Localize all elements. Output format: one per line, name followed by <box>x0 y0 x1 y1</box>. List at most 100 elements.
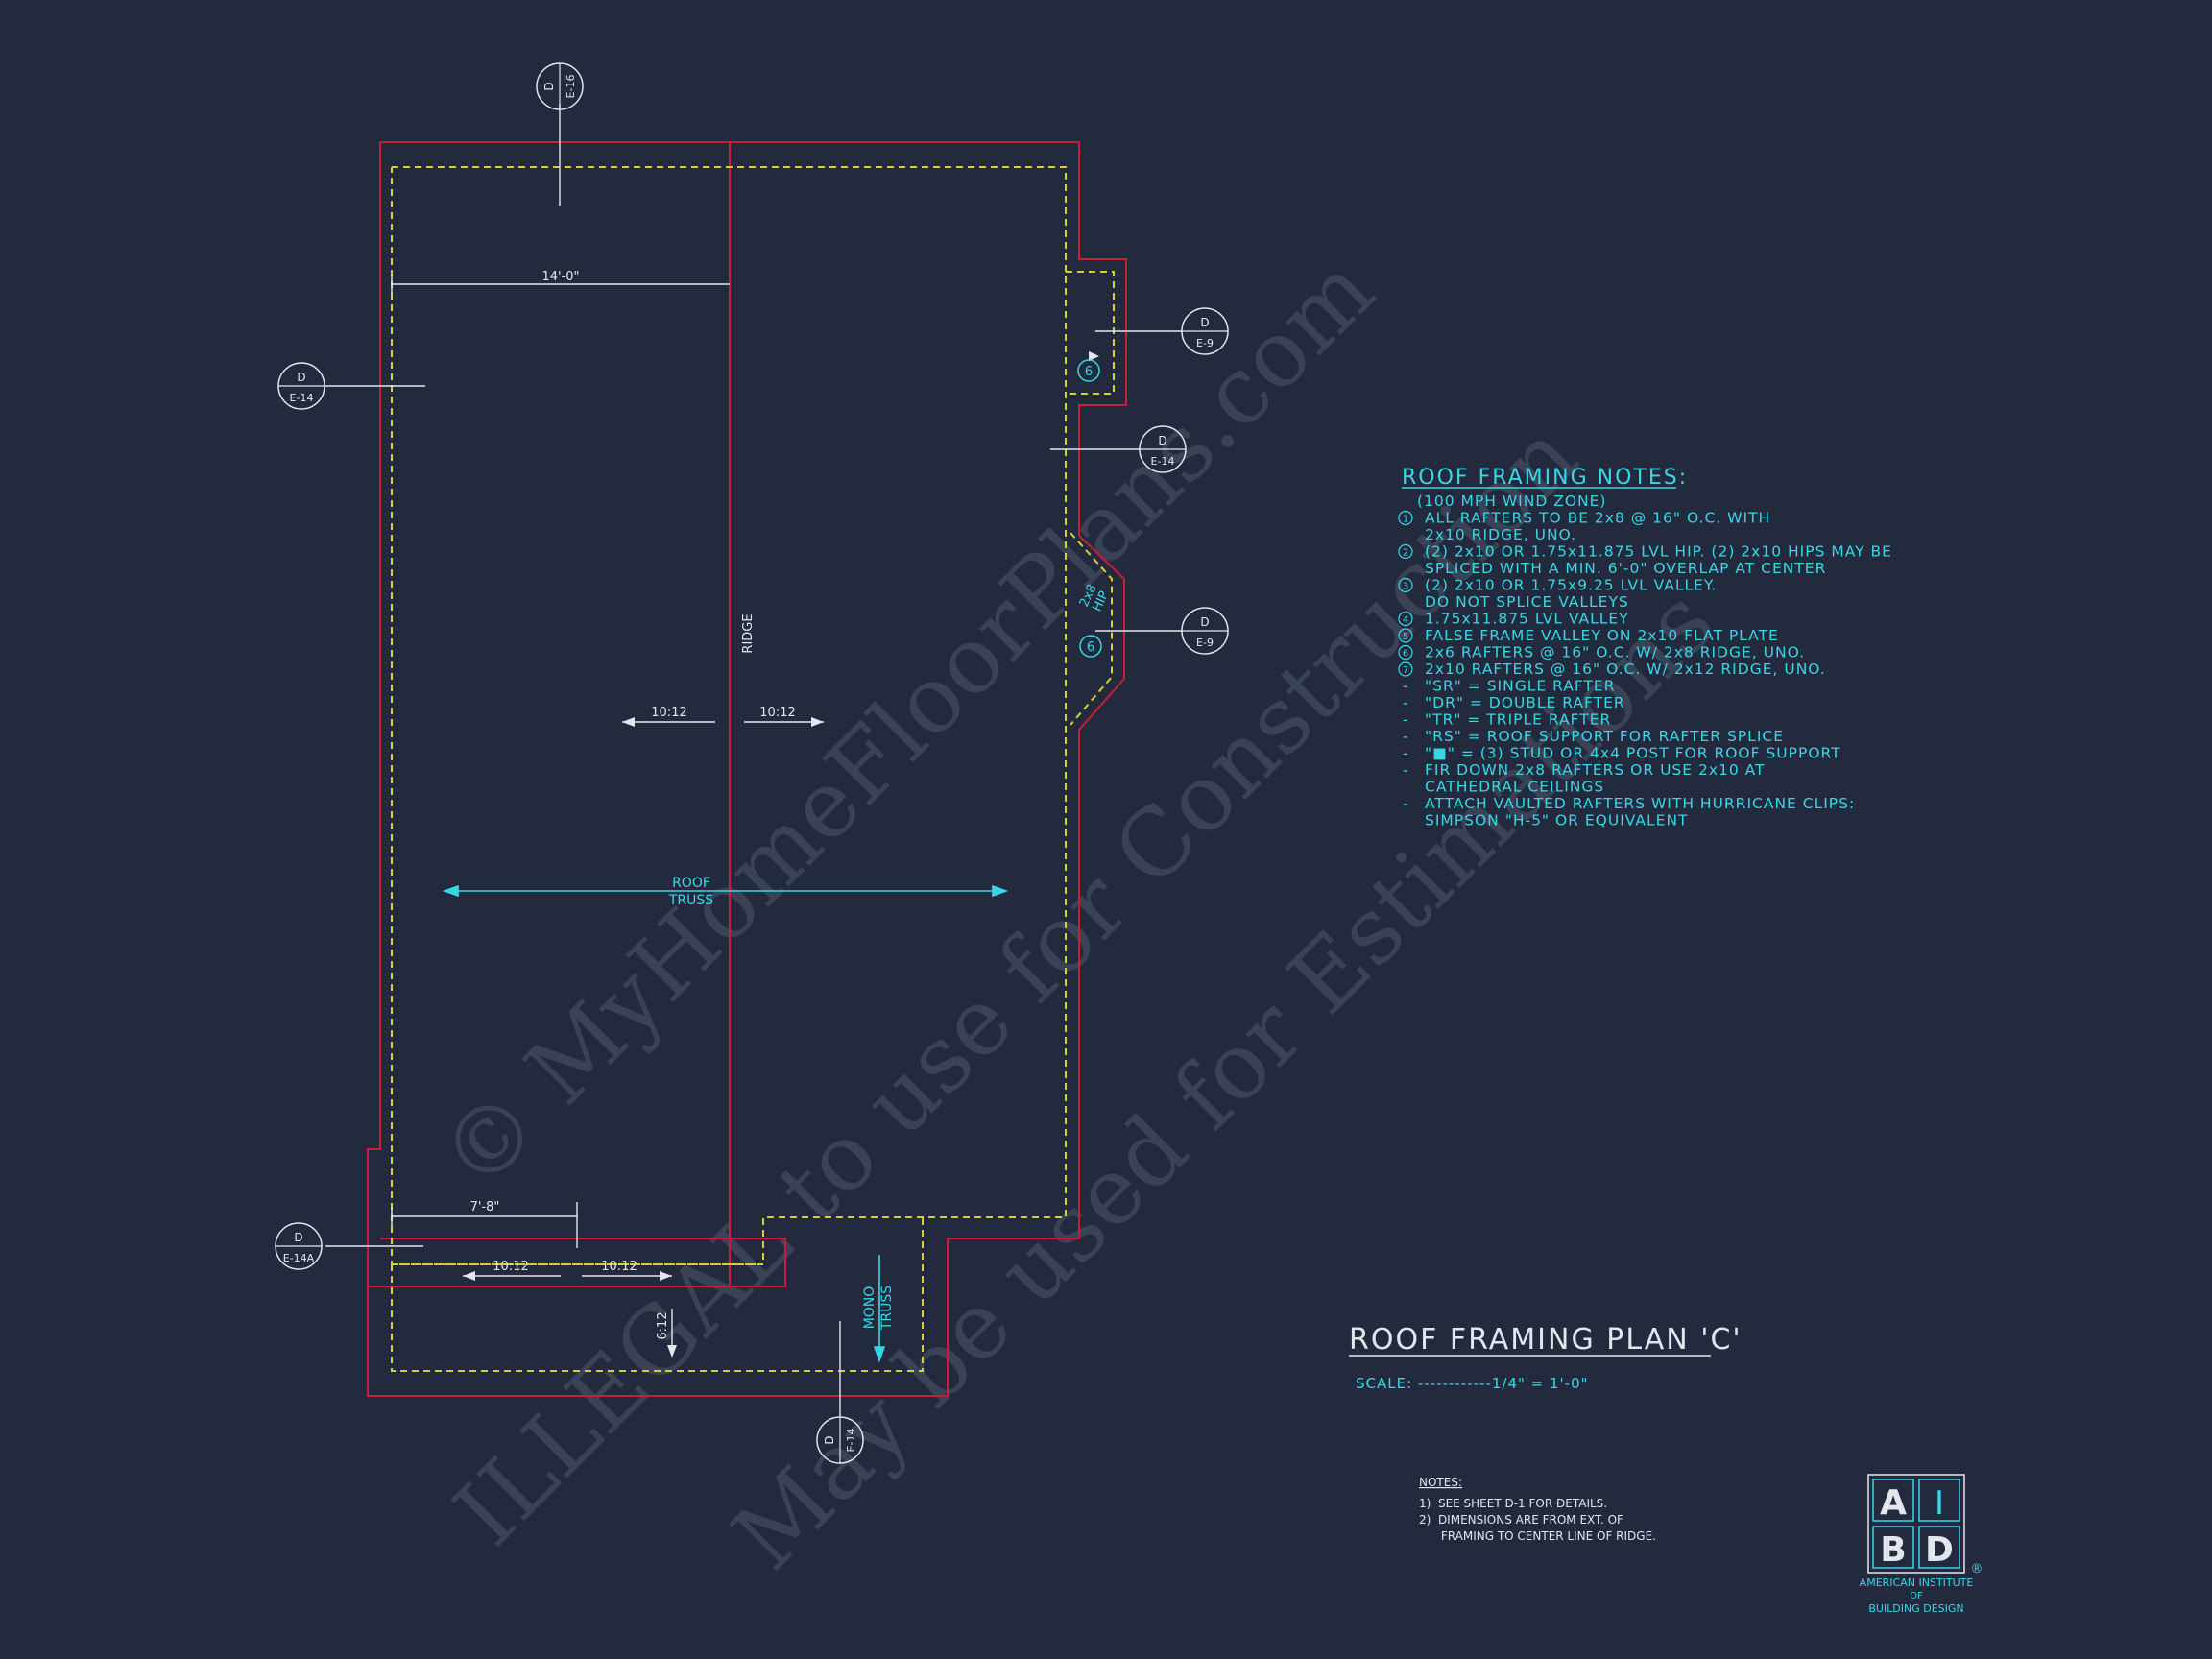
arrowhead-lower-left <box>463 1271 475 1281</box>
arrowhead-down <box>667 1345 677 1358</box>
lower-roof-edge <box>391 1217 924 1372</box>
roof-note-line: FALSE FRAME VALLEY ON 2x10 FLAT PLATE <box>1425 627 1779 644</box>
section-marker-left-upper: D E-14 <box>277 362 325 410</box>
logo-cell-d <box>1918 1526 1960 1569</box>
note-number-circle <box>1398 644 1413 661</box>
rafter-marker-lower: 6 <box>1079 635 1102 658</box>
svg-text:E-14: E-14 <box>1151 455 1175 468</box>
logo-caption-2: OF <box>1910 1591 1923 1601</box>
svg-text:E-9: E-9 <box>1196 337 1214 349</box>
svg-text:D: D <box>297 371 305 384</box>
note-number-circle <box>1398 628 1413 643</box>
note-number-circle <box>1398 661 1413 677</box>
ridge-label: RIDGE <box>741 613 756 653</box>
pitch-label-right: 10:12 <box>759 706 795 720</box>
mono-truss-label-2: TRUSS <box>879 1286 895 1331</box>
section-marker-left-lower: D E-14A <box>275 1222 323 1270</box>
roof-framing-notes: ROOF FRAMING NOTES: (100 MPH WIND ZONE) 1… <box>1398 466 1892 830</box>
roof-note-line: (2) 2x10 OR 1.75x11.875 LVL HIP. (2) 2x1… <box>1425 543 1892 561</box>
roof-note-line: "SR" = SINGLE RAFTER <box>1425 678 1616 695</box>
logo-cell-b <box>1872 1526 1914 1569</box>
plan-scale: SCALE: ------------1/4" = 1'-0" <box>1356 1375 1589 1392</box>
svg-text:E-14: E-14 <box>290 392 314 404</box>
roof-note-line: "DR" = DOUBLE RAFTER <box>1425 694 1625 711</box>
wall-outline <box>367 141 1127 1397</box>
svg-text:E-14A: E-14A <box>283 1252 315 1264</box>
roof-note-line: (100 MPH WIND ZONE) <box>1417 493 1606 510</box>
roof-note-line: 1.75x11.875 LVL VALLEY <box>1425 611 1629 628</box>
svg-text:D: D <box>294 1231 302 1244</box>
logo-caption-1: AMERICAN INSTITUTE <box>1860 1576 1974 1589</box>
svg-text:E-14: E-14 <box>845 1429 857 1453</box>
plan-labels: 14'-0" 7'-8" RIDGE 10:12 10:12 10:12 10:… <box>470 270 1113 1340</box>
svg-text:D: D <box>823 1435 836 1444</box>
bay-roof-edge <box>1066 271 1115 395</box>
svg-text:D: D <box>1200 316 1209 329</box>
pitch-label-vertical: 6:12 <box>656 1311 670 1339</box>
logo-letter-d: D <box>1925 1530 1954 1570</box>
roof-edge-dashed <box>391 166 1115 1372</box>
pitch-label-left: 10:12 <box>651 706 686 720</box>
general-notes: NOTES: 1) SEE SHEET D-1 FOR DETAILS. 2) … <box>1419 1476 1656 1543</box>
roof-notes-title: ROOF FRAMING NOTES: <box>1402 466 1688 490</box>
note-number-circle <box>1398 611 1413 627</box>
note-dash: - <box>1403 795 1409 812</box>
aibd-logo: A I B D ® AMERICAN INSTITUTE OF BUILDING… <box>1860 1474 1984 1615</box>
roof-note-line: "RS" = ROOF SUPPORT FOR RAFTER SPLICE <box>1425 728 1784 745</box>
note-number: 1 <box>1403 515 1408 525</box>
logo-frame <box>1867 1474 1965 1574</box>
general-notes-title: NOTES: <box>1419 1476 1462 1489</box>
roof-note-line: SPLICED WITH A MIN. 6'-0" OVERLAP AT CEN… <box>1425 560 1826 577</box>
note-number: 5 <box>1403 632 1408 642</box>
logo-registered: ® <box>1971 1562 1984 1576</box>
plan-title: ROOF FRAMING PLAN 'C' <box>1349 1323 1743 1357</box>
arrowheads <box>463 351 1099 1358</box>
logo-cell-i <box>1918 1479 1960 1522</box>
note-dash: - <box>1403 711 1409 729</box>
section-marker-bottom: D E-14 <box>816 1416 864 1464</box>
note-number: 6 <box>1403 649 1408 660</box>
dim-bottom-label: 7'-8" <box>470 1200 500 1214</box>
logo-cell-a <box>1872 1479 1914 1522</box>
note-number: 2 <box>1403 548 1408 559</box>
roof-note-line: DO NOT SPLICE VALLEYS <box>1425 593 1629 611</box>
svg-text:E-16: E-16 <box>565 75 577 99</box>
svg-text:6: 6 <box>1085 365 1093 379</box>
note-dash: - <box>1403 678 1409 695</box>
arrowhead-bay <box>1089 351 1099 361</box>
note-dash: - <box>1403 761 1409 779</box>
roof-note-line: ATTACH VAULTED RAFTERS WITH HURRICANE CL… <box>1425 795 1855 812</box>
general-note-3: FRAMING TO CENTER LINE OF RIDGE. <box>1419 1529 1656 1543</box>
svg-text:6: 6 <box>1087 640 1094 655</box>
arrowhead-lower-right <box>660 1271 672 1281</box>
note-number-circle <box>1398 577 1413 593</box>
roof-truss-arrowhead-right <box>992 884 1009 898</box>
svg-text:E-9: E-9 <box>1196 637 1214 649</box>
roof-truss-label-1: ROOF <box>672 876 710 891</box>
pitch-label-lower-left: 10:12 <box>493 1260 528 1274</box>
note-number: 4 <box>1403 615 1408 626</box>
roof-note-line: "TR" = TRIPLE RAFTER <box>1425 711 1611 729</box>
svg-text:D: D <box>1200 615 1209 629</box>
section-marker-right-1: D E-9 <box>1181 307 1229 355</box>
roof-note-line: 2x10 RIDGE, UNO. <box>1425 526 1576 543</box>
note-dash: - <box>1403 745 1409 762</box>
roof-note-line: 2x10 RAFTERS @ 16" O.C. W/ 2x12 RIDGE, U… <box>1425 661 1826 678</box>
dim-top-label: 14'-0" <box>541 270 579 284</box>
svg-text:D: D <box>1158 434 1166 447</box>
roof-truss-label-2: TRUSS <box>668 893 713 908</box>
roof-note-line: (2) 2x10 OR 1.75x9.25 LVL VALLEY. <box>1425 577 1717 594</box>
logo-letter-b: B <box>1880 1530 1906 1570</box>
roof-note-line: CATHEDRAL CEILINGS <box>1425 779 1604 796</box>
main-wall-outline <box>367 141 1127 1397</box>
section-marker-right-2: D E-14 <box>1139 425 1187 473</box>
roof-note-line: 2x6 RAFTERS @ 16" O.C. W/ 2x8 RIDGE, UNO… <box>1425 644 1805 661</box>
mono-truss-label-1: MONO <box>862 1286 878 1330</box>
section-marker-top: D E-16 <box>536 62 584 110</box>
truss-arrows <box>442 884 1009 1363</box>
roof-note-line: SIMPSON "H-5" OR EQUIVALENT <box>1425 812 1689 830</box>
lower-wing-outline <box>367 1238 786 1287</box>
logo-letter-a: A <box>1880 1483 1907 1523</box>
logo-caption-3: BUILDING DESIGN <box>1868 1602 1963 1615</box>
